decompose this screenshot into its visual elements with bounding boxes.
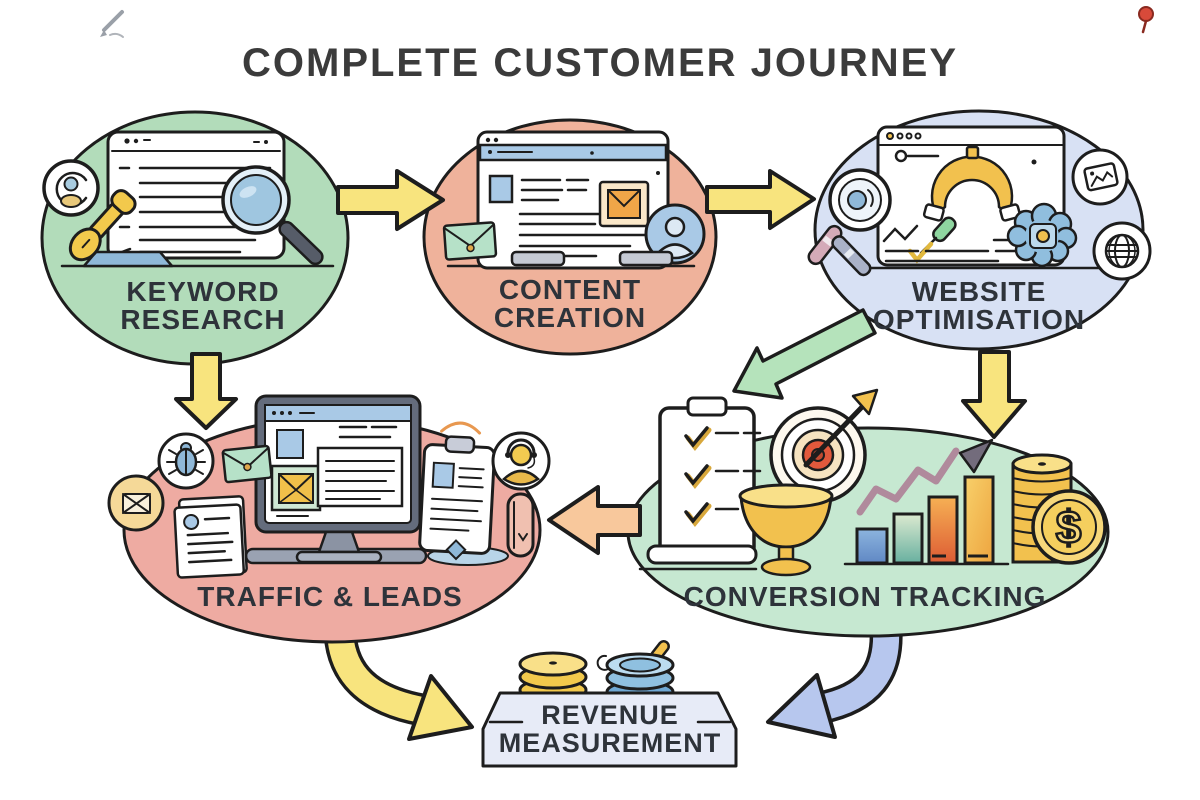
image-placeholder	[276, 429, 304, 459]
documents-icon	[173, 495, 248, 579]
revenue-measurement-node: REVENUE MEASUREMENT	[481, 640, 738, 768]
bar	[963, 475, 995, 565]
bar	[892, 512, 924, 565]
browser-window-icon	[476, 130, 670, 270]
website-label-line1: WEBSITE	[912, 276, 1047, 307]
laptop-base-icon	[510, 250, 566, 267]
arrowhead	[407, 674, 474, 741]
clip-swirl	[596, 654, 609, 671]
user-badge-icon	[42, 159, 100, 217]
mail-icon	[221, 444, 273, 484]
check-row	[684, 464, 762, 490]
arrow-content-to-website	[705, 169, 816, 230]
arrow-keyword-to-traffic	[174, 352, 238, 430]
image-placeholder	[488, 174, 514, 204]
arrow-conversion-to-traffic	[547, 485, 642, 555]
avatar-badge-icon	[644, 203, 706, 265]
laptop-icon	[82, 250, 174, 268]
content-label-line1: CONTENT	[499, 274, 641, 305]
revenue-label-line1: REVENUE	[541, 700, 679, 730]
mail-x-badge-icon	[107, 474, 165, 532]
bar	[927, 495, 959, 565]
laptop-base-icon	[618, 250, 674, 267]
pencil-doodle-icon	[100, 10, 124, 38]
keyword-research-node: KEYWORD RESEARCH	[40, 110, 350, 366]
picture-badge-icon	[1071, 148, 1129, 206]
checklist-clipboard-icon	[646, 396, 762, 565]
revenue-measurement-box	[481, 691, 738, 768]
dart	[803, 404, 865, 468]
clipboard-icon	[418, 421, 496, 561]
conversion-label: CONVERSION TRACKING	[684, 581, 1047, 612]
envelope-icon	[442, 221, 498, 261]
cloud-badge-icon	[1006, 202, 1078, 268]
bar-chart-icon	[855, 475, 995, 565]
arrow-traffic-to-revenue	[323, 630, 474, 741]
keyword-label-line2: RESEARCH	[120, 304, 285, 335]
website-label-line2: OPTIMISATION	[873, 304, 1085, 335]
envelope-picture-icon	[270, 464, 322, 512]
traffic-label: TRAFFIC & LEADS	[197, 581, 462, 612]
arrow-website-to-conversion	[732, 308, 877, 400]
globe-badge-icon	[1092, 221, 1152, 281]
monitor-base	[295, 550, 383, 564]
dart-fletching	[851, 388, 879, 416]
dollar-symbol: $	[1056, 501, 1083, 553]
arrow-keyword-to-content	[336, 169, 445, 231]
zigzag-line	[882, 224, 919, 243]
monitor-icon	[254, 394, 422, 534]
magnifier-icon	[221, 165, 324, 266]
bar	[855, 527, 889, 565]
dollar-coin-icon: $	[1031, 489, 1107, 565]
website-optimisation-node: WEBSITE OPTIMISATION	[807, 109, 1152, 351]
bug-badge-icon	[157, 432, 215, 490]
content-creation-node: CONTENT CREATION	[422, 118, 718, 356]
search-icon	[894, 149, 908, 163]
pin-doodle-icon	[1138, 6, 1154, 34]
trophy-icon	[738, 483, 834, 577]
content-label-line2: CREATION	[494, 302, 646, 333]
keyword-label-line1: KEYWORD	[126, 276, 279, 307]
page-title: COMPLETE CUSTOMER JOURNEY	[242, 41, 958, 85]
arrow-website-down	[961, 350, 1027, 439]
arrowhead	[766, 673, 837, 739]
target-icon	[769, 388, 879, 504]
revenue-label-line2: MEASUREMENT	[499, 728, 722, 758]
trend-arrow-icon	[856, 438, 994, 516]
monitor-stand	[317, 530, 361, 554]
arrow-conversion-to-revenue	[766, 629, 903, 739]
phone-icon	[506, 492, 535, 558]
support-agent-badge-icon	[491, 431, 551, 491]
key-icon	[68, 189, 137, 262]
traffic-leads-node: TRAFFIC & LEADS	[107, 394, 551, 644]
check-row	[684, 426, 762, 452]
picture-envelope-icon	[598, 180, 650, 228]
seo-magnifier-icon	[807, 168, 892, 277]
conversion-tracking-node: $ CONVERSION TRACKING	[626, 388, 1110, 638]
speed-gauge-icon	[907, 145, 1022, 264]
